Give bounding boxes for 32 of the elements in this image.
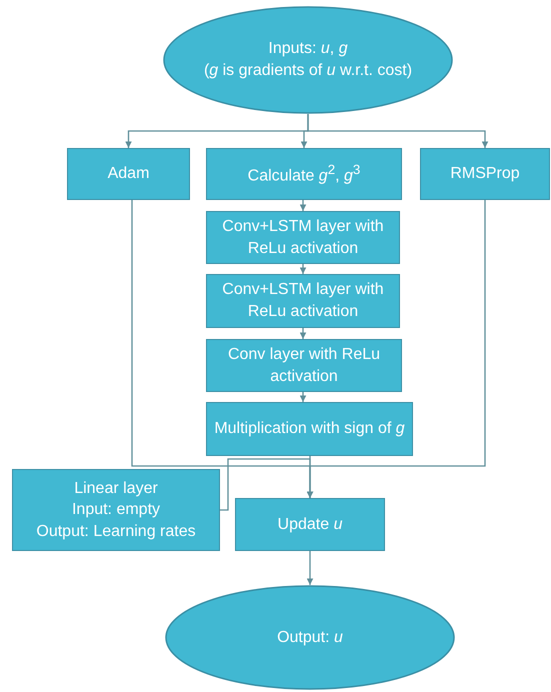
ellipse-node [163,6,453,114]
process-box [206,274,400,328]
process-box [67,148,190,200]
process-box [206,148,402,200]
process-box [12,469,220,551]
arrow [300,392,306,402]
node-text: Inputs: u, g [268,39,348,60]
node-text: Conv+LSTM layer with ReLu activation [221,280,385,322]
process-box [206,211,400,264]
ellipse-node [165,585,455,690]
arrow [300,264,306,274]
node-text: Conv+LSTM layer with ReLu activation [221,216,385,258]
arrow [300,328,306,339]
arrow [300,200,306,211]
node-text: (g is gradients of u w.r.t. cost) [204,61,412,81]
node-text: Adam [108,164,150,184]
node-text: Output: Learning rates [36,522,196,542]
node-text: Output: u [277,628,343,648]
process-box [206,339,402,392]
arrow [220,458,314,511]
process-box [206,402,413,456]
process-box [235,498,385,551]
process-box [420,148,550,200]
node-text: Linear layer [74,478,158,499]
arrow [306,551,314,585]
node-text: Calculate g$^{2}$, g$^{3}$ [248,161,360,186]
node-text: Update u [278,514,342,535]
node-text: Conv layer with ReLu activation [226,344,382,386]
arrow [307,114,488,148]
node-text: Input: empty [72,500,160,520]
node-text: Multiplication with sign of g [214,419,405,440]
node-text: RMSProp [450,164,520,184]
